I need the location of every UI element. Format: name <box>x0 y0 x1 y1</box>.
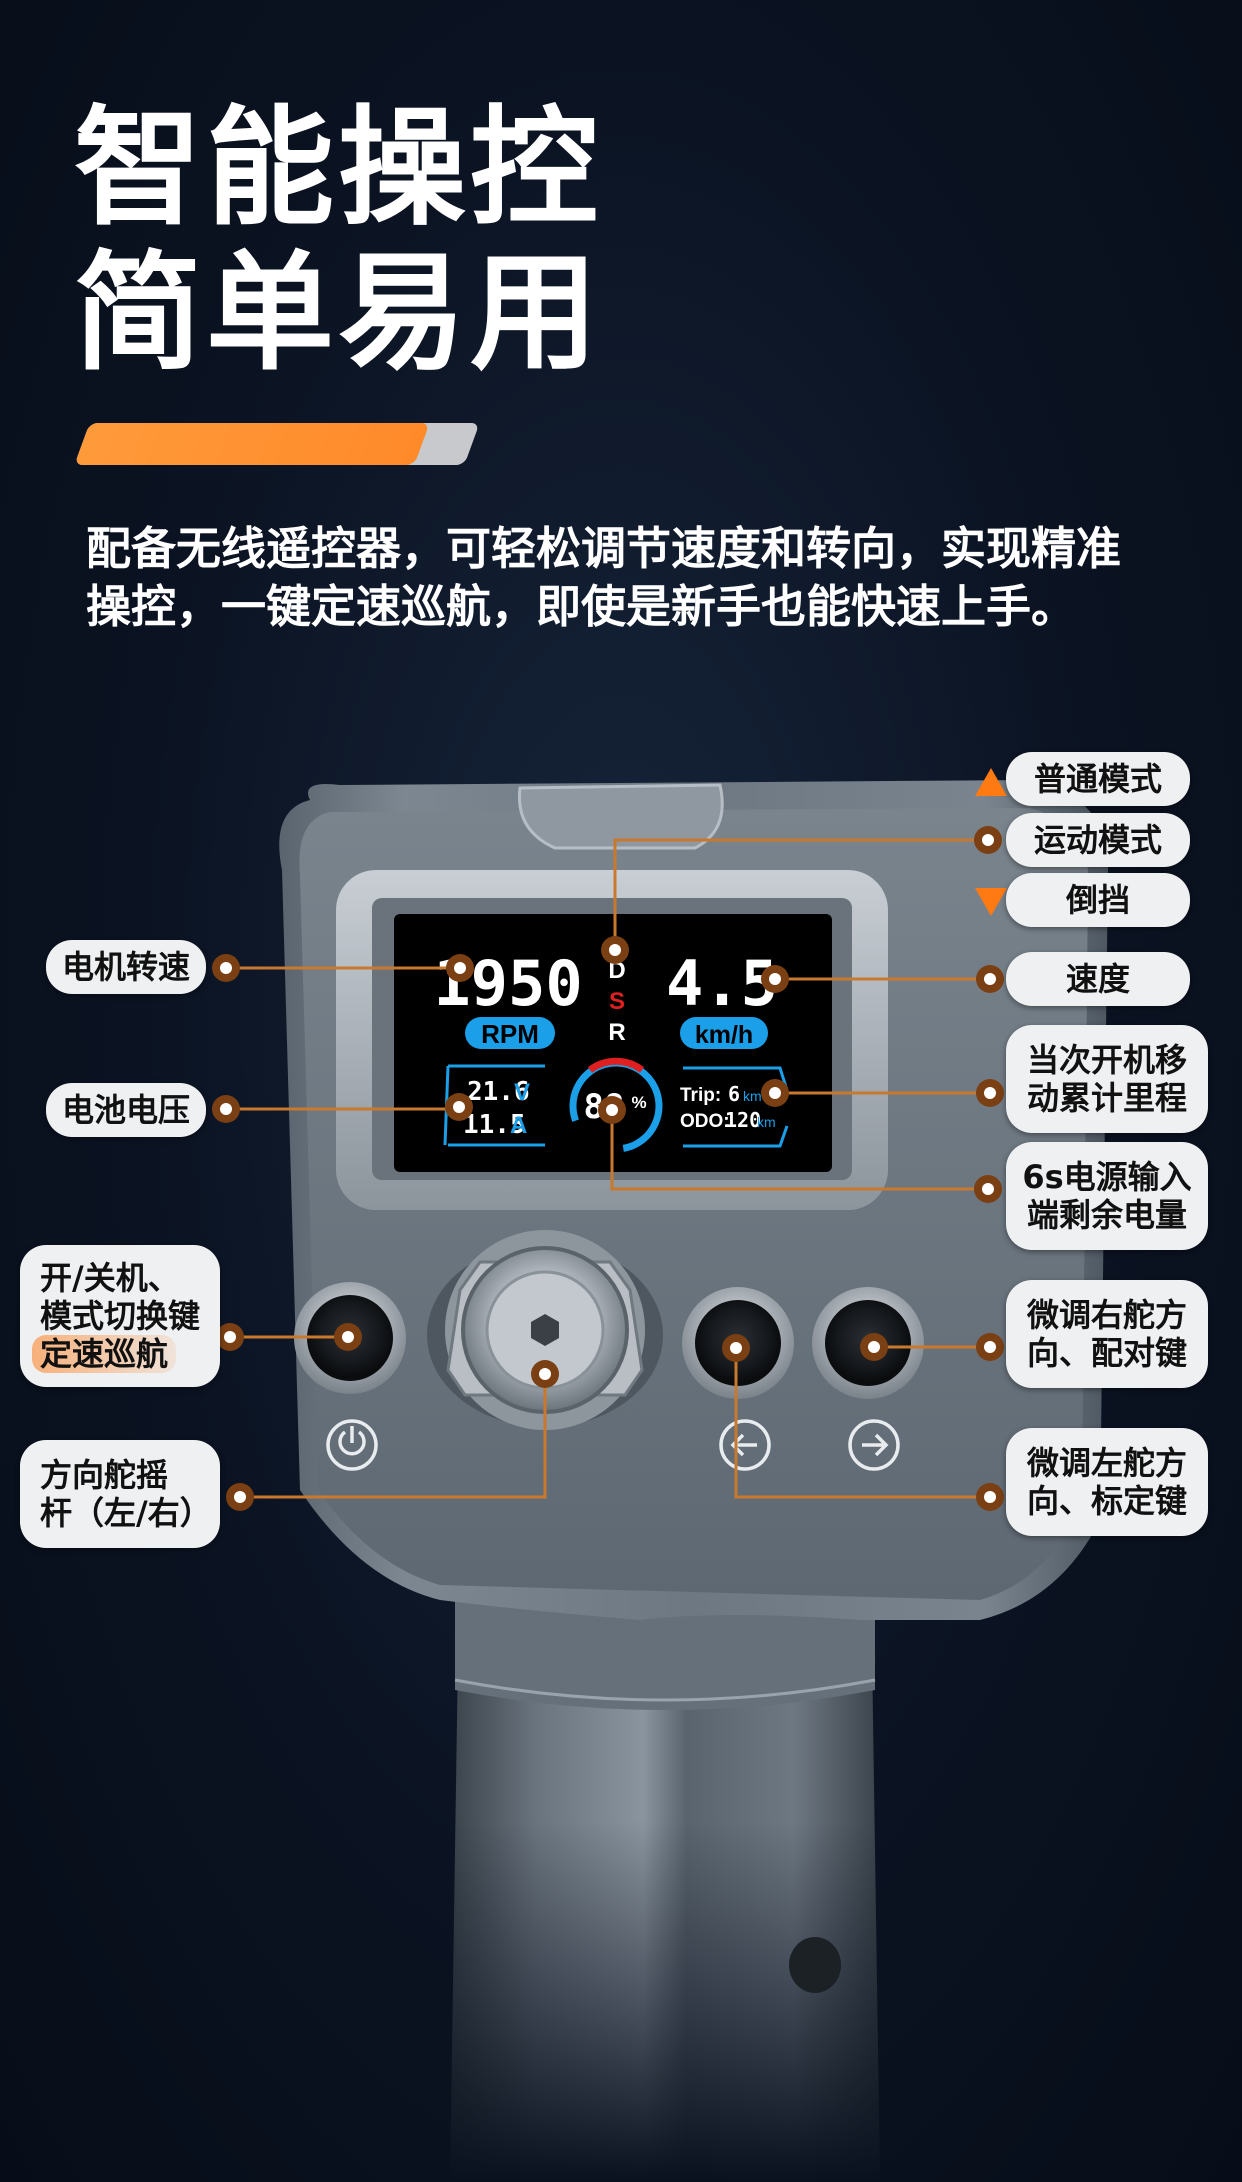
callout-reverse: 倒挡 <box>1006 873 1190 927</box>
trip-value: 6 <box>728 1082 740 1106</box>
mode-up-triangle-icon <box>975 768 1007 796</box>
trip-label: Trip: <box>680 1085 721 1106</box>
voltage-value: 21.6 <box>467 1077 530 1107</box>
handle-hole <box>789 1937 841 1993</box>
leader-lines <box>226 838 990 1499</box>
odo-unit: km <box>757 1114 776 1130</box>
headline-line-2: 简单易用 <box>74 239 603 388</box>
callout-motor-speed: 电机转速 <box>46 940 206 994</box>
callout-power-remaining: 6s电源输入 端剩余电量 <box>1006 1142 1208 1250</box>
callout-battery-voltage: 电池电压 <box>46 1083 206 1137</box>
power-icon <box>326 1419 378 1471</box>
callout-trim-right-pair: 微调右舵方 向、配对键 <box>1006 1280 1208 1388</box>
voltage-unit: V <box>514 1079 530 1106</box>
callout-normal-mode: 普通模式 <box>1006 752 1190 806</box>
mode-down-triangle-icon <box>975 888 1007 916</box>
callout-speed: 速度 <box>1006 952 1190 1006</box>
leader-dots <box>212 826 1004 1511</box>
callout-power-mode-cruise: 开/关机、 模式切换键 定速巡航 <box>20 1245 220 1387</box>
current-value: 11.5 <box>463 1110 526 1140</box>
callout-steering-stick: 方向舵摇 杆（左/右） <box>20 1440 220 1548</box>
steering-joystick[interactable] <box>427 1230 663 1430</box>
lcd-screen <box>394 914 832 1172</box>
callout-trim-left-calibrate: 微调左舵方 向、标定键 <box>1006 1428 1208 1536</box>
arrow-left-icon <box>719 1419 771 1471</box>
current-unit: A <box>510 1112 527 1139</box>
odo-value: 120 <box>725 1108 761 1132</box>
odo-label: ODO: <box>680 1111 730 1132</box>
speed-value: 4.5 <box>666 947 778 1020</box>
rpm-unit: RPM <box>481 1019 539 1049</box>
battery-unit: % <box>631 1093 646 1112</box>
headline-line-1: 智能操控 <box>74 94 603 243</box>
callout-sport-mode: 运动模式 <box>1006 813 1190 867</box>
trip-unit: km <box>743 1088 762 1104</box>
gear-r: R <box>608 1019 625 1046</box>
callout-trip-mileage: 当次开机移 动累计里程 <box>1006 1025 1208 1133</box>
gear-s: S <box>609 988 625 1015</box>
description-text: 配备无线遥控器，可轻松调节速度和转向，实现精准操控，一键定速巡航，即使是新手也能… <box>86 522 1122 633</box>
speed-unit: km/h <box>695 1021 753 1049</box>
arrow-right-icon <box>848 1419 900 1471</box>
